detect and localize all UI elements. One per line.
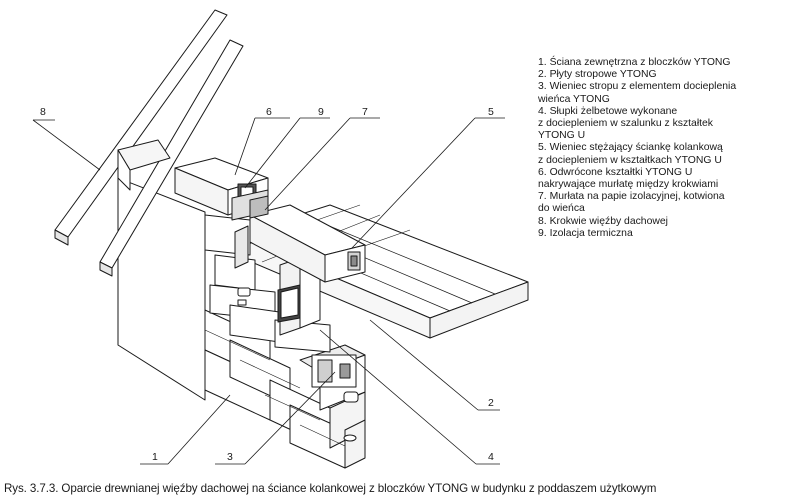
callout-2: 2 bbox=[488, 397, 494, 409]
rafters bbox=[54, 9, 244, 277]
legend-item-4: 4. Słupki żelbetowe wykonane z docieplen… bbox=[538, 105, 713, 142]
callout-4: 4 bbox=[488, 451, 494, 463]
legend-item-7: 7. Murłata na papie izolacyjnej, kotwion… bbox=[538, 191, 725, 215]
callout-1: 1 bbox=[152, 451, 158, 463]
legend-item-8: 8. Krokwie więźby dachowej bbox=[538, 215, 668, 227]
legend-item-5: 5. Wieniec stężający ściankę kolankową z… bbox=[538, 142, 723, 166]
legend-item-3: 3. Wieniec stropu z elementem dociepleni… bbox=[538, 81, 737, 105]
construction-drawing: 8 6 9 7 5 2 4 1 3 bbox=[32, 9, 529, 469]
callout-5: 5 bbox=[488, 106, 494, 118]
knee-wall-ring-beam bbox=[249, 204, 366, 283]
legend-item-1: 1. Ściana zewnętrzna z bloczków YTONG bbox=[538, 57, 731, 68]
wall-plate bbox=[231, 183, 269, 221]
legend-item-6: 6. Odwrócone kształtki YTONG U nakrywają… bbox=[538, 166, 719, 191]
concrete-post bbox=[277, 249, 321, 336]
legend-item-2: 2. Płyty stropowe YTONG bbox=[538, 69, 657, 81]
callout-6: 6 bbox=[266, 106, 272, 118]
callout-9: 9 bbox=[318, 106, 324, 118]
callout-7: 7 bbox=[362, 106, 368, 118]
legend-item-9: 9. Izolacja termiczna bbox=[538, 227, 633, 239]
figure-caption: Rys. 3.7.3. Oparcie drewnianej więźby da… bbox=[4, 482, 657, 495]
callout-3: 3 bbox=[227, 451, 233, 463]
legend-list: 1. Ściana zewnętrzna z bloczków YTONG 2.… bbox=[538, 57, 783, 240]
callout-8: 8 bbox=[40, 106, 46, 118]
knee-wall-blocks bbox=[204, 214, 331, 353]
